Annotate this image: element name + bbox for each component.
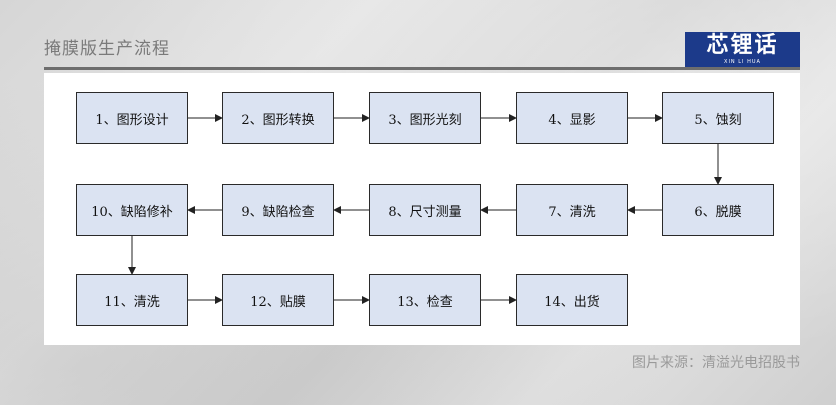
step-5-node: 5、蚀刻 [662, 92, 774, 144]
step-6-node: 6、脱膜 [662, 184, 774, 236]
step-14-node: 14、出货 [516, 274, 628, 326]
step-11-node: 11、清洗 [76, 274, 188, 326]
step-13-node: 13、检查 [369, 274, 481, 326]
step-12-node: 12、贴膜 [222, 274, 334, 326]
step-1-node: 1、图形设计 [76, 92, 188, 144]
title-divider [44, 67, 800, 70]
step-10-node: 10、缺陷修补 [76, 184, 188, 236]
page-title: 掩膜版生产流程 [44, 39, 170, 59]
step-9-node: 9、缺陷检查 [222, 184, 334, 236]
logo-text: 芯锂话 [706, 33, 779, 58]
logo-subtext: XIN LI HUA [724, 59, 761, 65]
brand-logo: 芯锂话 XIN LI HUA [685, 32, 800, 68]
step-3-node: 3、图形光刻 [369, 92, 481, 144]
step-8-node: 8、尺寸测量 [369, 184, 481, 236]
step-4-node: 4、显影 [516, 92, 628, 144]
step-7-node: 7、清洗 [516, 184, 628, 236]
step-2-node: 2、图形转换 [222, 92, 334, 144]
source-caption: 图片来源：清溢光电招股书 [632, 355, 800, 371]
